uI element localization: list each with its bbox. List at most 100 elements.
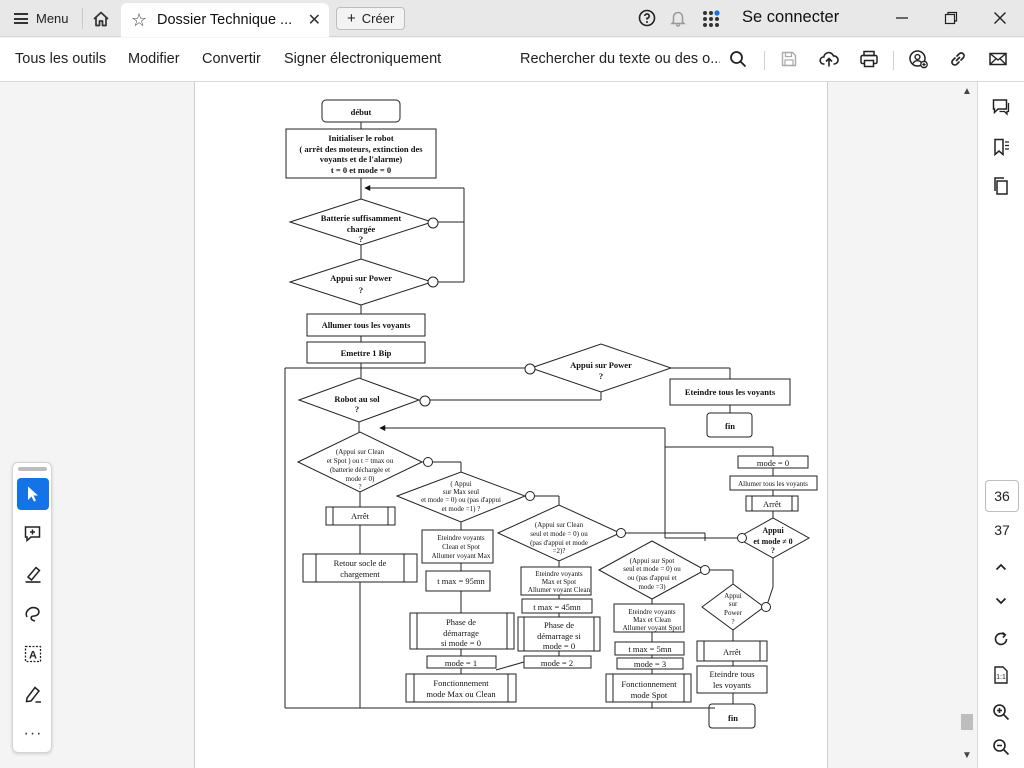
svg-text:mode ≠ 0): mode ≠ 0): [346, 475, 375, 483]
svg-text:( arrêt des moteurs, extinctio: ( arrêt des moteurs, extinction des: [299, 144, 423, 154]
sign-in-link[interactable]: Se connecter: [742, 8, 840, 26]
link-button[interactable]: [947, 48, 969, 70]
rotate-icon: [994, 631, 1008, 646]
convert-button[interactable]: Convertir: [202, 51, 261, 67]
print-button[interactable]: [858, 48, 880, 70]
more-tools-button[interactable]: ···: [17, 718, 49, 750]
svg-text:Allumer tous les voyants: Allumer tous les voyants: [322, 320, 412, 330]
link-icon: [951, 52, 965, 66]
beep-box: [306, 341, 426, 364]
select-tool-button[interactable]: [17, 478, 49, 510]
current-page-input[interactable]: 36: [985, 480, 1019, 512]
svg-text:mode = 1: mode = 1: [445, 658, 477, 668]
highlighter-icon: [25, 566, 41, 583]
svg-text:(Appui sur Clean: (Appui sur Clean: [336, 448, 385, 456]
svg-text:Batterie suffisamment: Batterie suffisamment: [321, 213, 402, 223]
lights-off-box-2: [696, 665, 768, 694]
apps-button[interactable]: [700, 7, 722, 29]
search-button[interactable]: [727, 48, 749, 70]
tmax-45-box: [521, 598, 593, 614]
svg-text:Power: Power: [724, 609, 743, 617]
func-spot-box: [605, 673, 692, 703]
share-button[interactable]: [907, 48, 929, 70]
star-icon[interactable]: ☆: [131, 9, 148, 30]
next-page-number[interactable]: 37: [994, 522, 1010, 538]
svg-text:ou (pas d'appui et: ou (pas d'appui et: [627, 574, 676, 582]
svg-text:Robot au sol: Robot au sol: [334, 394, 380, 404]
scroll-down-icon[interactable]: ▼: [962, 750, 972, 761]
svg-text:Arrêt: Arrêt: [723, 647, 742, 657]
zoom-out-button[interactable]: [990, 736, 1012, 758]
svg-text:Appui: Appui: [762, 526, 784, 535]
sign-tool-button[interactable]: [17, 678, 49, 710]
svg-text:( Appui: ( Appui: [450, 480, 471, 488]
svg-text:(Appui sur Clean: (Appui sur Clean: [535, 521, 584, 529]
next-page-button[interactable]: [990, 590, 1012, 612]
draw-tool-button[interactable]: [17, 598, 49, 630]
plus-icon: +: [347, 10, 356, 27]
notifications-button[interactable]: [667, 7, 689, 29]
svg-text:(batterie déchargée et: (batterie déchargée et: [330, 466, 390, 474]
search-input[interactable]: Rechercher du texte ou des o...: [520, 51, 720, 67]
svg-text:Arrêt: Arrêt: [351, 511, 370, 521]
svg-text:mode = 0: mode = 0: [543, 641, 575, 651]
svg-text:t max = 45mn: t max = 45mn: [533, 602, 581, 612]
bookmarks-button[interactable]: [990, 136, 1012, 158]
svg-text:?: ?: [358, 483, 361, 491]
svg-text:sur Max seul: sur Max seul: [443, 488, 479, 496]
scroll-thumb[interactable]: [961, 714, 973, 730]
scroll-up-icon[interactable]: ▲: [962, 86, 972, 97]
document-viewport[interactable]: début Initialiser le robot ( arrêt des m…: [0, 82, 977, 768]
all-tools-button[interactable]: Tous les outils: [15, 51, 107, 67]
email-button[interactable]: [987, 48, 1009, 70]
bookmark-icon: [994, 138, 1009, 157]
text-select-tool-button[interactable]: A: [17, 638, 49, 670]
svg-text:mode = 0: mode = 0: [757, 458, 789, 468]
svg-text:?: ?: [355, 404, 359, 414]
prev-page-button[interactable]: [990, 556, 1012, 578]
fit-page-button[interactable]: 1:1: [990, 664, 1012, 686]
close-window-button[interactable]: [988, 6, 1012, 30]
right-panel: 36 37 1:1: [977, 82, 1024, 768]
svg-text:(Appui sur Spot: (Appui sur Spot: [630, 557, 675, 565]
svg-text:fin: fin: [725, 421, 735, 431]
upload-button[interactable]: [818, 48, 840, 70]
home-button[interactable]: [88, 6, 114, 31]
comments-button[interactable]: [990, 96, 1012, 118]
end-node-2: [708, 703, 756, 729]
vertical-scrollbar[interactable]: ▲ ▼: [958, 82, 976, 768]
highlight-tool-button[interactable]: [17, 558, 49, 590]
pen-sign-icon: [25, 686, 41, 703]
document-tab[interactable]: ☆ Dossier Technique ... ✕: [121, 3, 329, 37]
svg-text:1:1: 1:1: [996, 674, 1006, 681]
svg-text:Allumer voyant Clean: Allumer voyant Clean: [528, 586, 591, 594]
drag-handle[interactable]: [18, 467, 47, 471]
svg-text:chargée: chargée: [347, 224, 376, 234]
menu-button[interactable]: Menu: [8, 6, 75, 31]
svg-text:(pas d'appui et mode: (pas d'appui et mode: [530, 539, 588, 547]
save-button[interactable]: [778, 48, 800, 70]
create-button[interactable]: + Créer: [336, 7, 406, 30]
help-button[interactable]: [636, 7, 658, 29]
func-max-box: [405, 673, 517, 703]
sign-button[interactable]: Signer électroniquement: [284, 51, 442, 67]
close-tab-icon[interactable]: ✕: [307, 12, 321, 29]
svg-text:Phase de: Phase de: [544, 620, 574, 630]
cursor-arrow-icon: [28, 486, 38, 502]
edit-button[interactable]: Modifier: [128, 51, 180, 67]
minimize-button[interactable]: [890, 6, 914, 30]
rotate-button[interactable]: [990, 628, 1012, 650]
svg-text:?: ?: [731, 618, 734, 626]
printer-icon: [860, 50, 878, 68]
pages-button[interactable]: [990, 175, 1012, 197]
svg-text:?: ?: [599, 371, 603, 381]
svg-text:et mode =1) ?: et mode =1) ?: [442, 505, 481, 513]
add-comment-tool-button[interactable]: [17, 518, 49, 550]
svg-text:t max = 5mn: t max = 5mn: [628, 644, 672, 654]
tmax-95-box: [425, 570, 491, 592]
tab-title: Dossier Technique ...: [157, 12, 293, 28]
svg-text:Eteindre tous les voyants: Eteindre tous les voyants: [685, 387, 776, 397]
svg-text:?: ?: [771, 546, 775, 555]
restore-button[interactable]: [939, 6, 963, 30]
zoom-in-button[interactable]: [990, 701, 1012, 723]
